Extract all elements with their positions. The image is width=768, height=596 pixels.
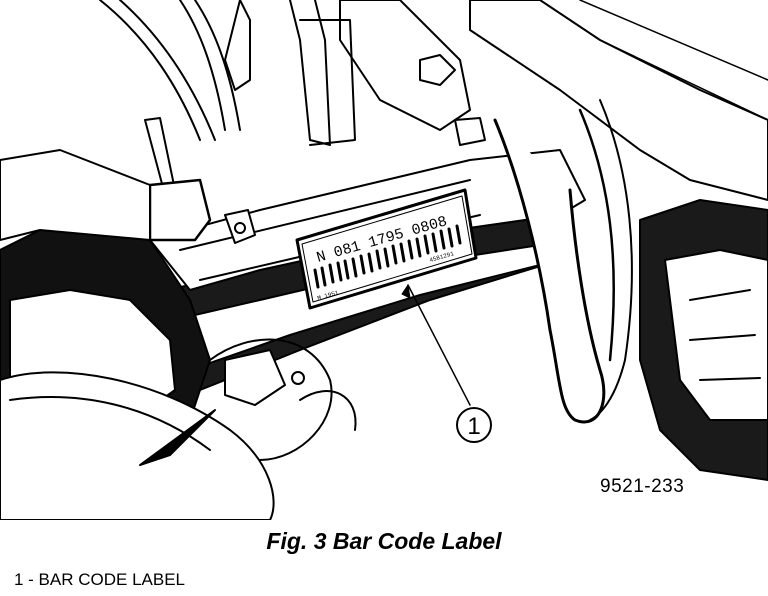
bolts <box>224 117 486 406</box>
bell-housing <box>0 371 275 520</box>
figure-caption: Fig. 3 Bar Code Label <box>266 528 502 554</box>
circled-number-callout-icon <box>456 407 492 443</box>
callout-1: 1 <box>456 407 492 443</box>
transmission-illustration: N 081 1795 0808 M 1951 4581291 1 <box>0 0 768 520</box>
figure-id: 9521-233 <box>600 476 685 497</box>
legend-item-1: 1 - BAR CODE LABEL <box>14 570 186 589</box>
callout-number: 1 <box>467 413 480 440</box>
bar-code-stripes <box>313 224 462 289</box>
callout-leader <box>407 284 471 406</box>
callout-legend: 1 - BAR CODE LABEL <box>14 570 185 590</box>
hose <box>493 118 606 424</box>
mount-block <box>148 178 212 242</box>
